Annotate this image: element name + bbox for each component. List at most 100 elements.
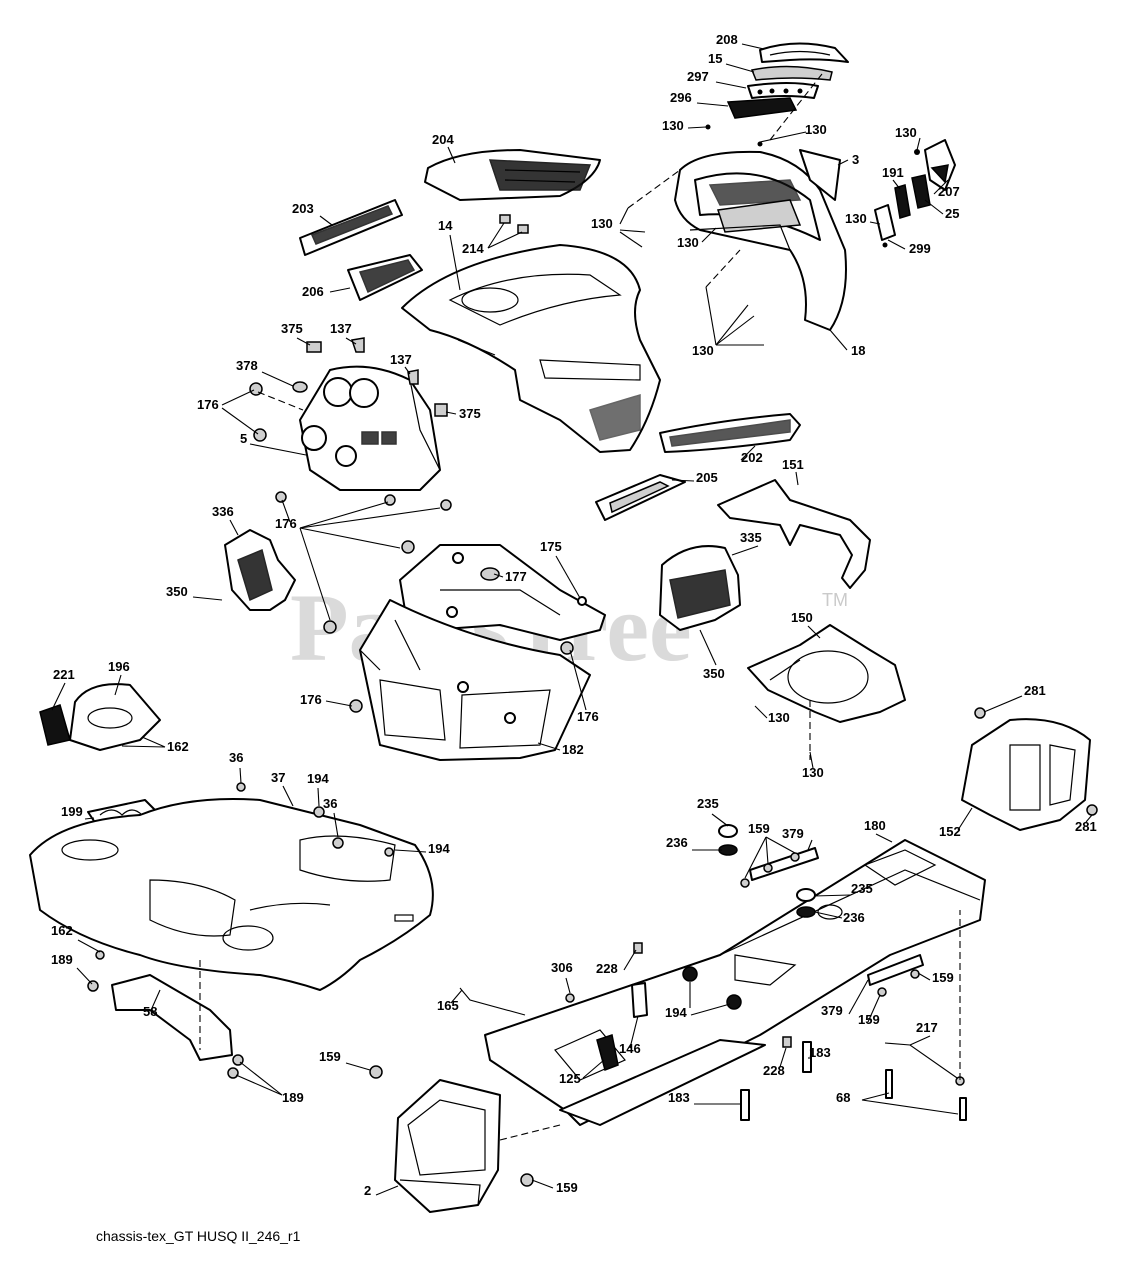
part-375-clip — [306, 341, 448, 417]
callout-2: 2 — [364, 1183, 371, 1198]
callout-217: 217 — [916, 1020, 938, 1035]
callout-130: 130 — [805, 122, 827, 137]
callout-159: 159 — [748, 821, 770, 836]
part-5-dashboard — [299, 365, 441, 491]
part-152-seat-pan — [961, 707, 1098, 831]
part-335-side-panel — [659, 545, 741, 631]
callout-159: 159 — [932, 970, 954, 985]
callout-194: 194 — [307, 771, 329, 786]
callout-58: 58 — [143, 1004, 157, 1019]
part-2-front-frame-plate — [394, 1079, 501, 1213]
part-194-nut-lower — [682, 966, 742, 1010]
part-306-nut — [565, 993, 575, 1003]
callout-159: 159 — [319, 1049, 341, 1064]
callout-175: 175 — [540, 539, 562, 554]
part-191-clip — [894, 184, 911, 219]
callout-204: 204 — [432, 132, 454, 147]
part-208-headlight-cover — [759, 42, 849, 63]
callout-379: 379 — [821, 1003, 843, 1018]
callout-221: 221 — [53, 667, 75, 682]
callout-378: 378 — [236, 358, 258, 373]
callout-176: 176 — [577, 709, 599, 724]
callout-199: 199 — [61, 804, 83, 819]
callout-236: 236 — [666, 835, 688, 850]
callout-350: 350 — [166, 584, 188, 599]
diagram-caption: chassis-tex_GT HUSQ II_246_r1 — [96, 1228, 301, 1244]
callout-194: 194 — [665, 1005, 687, 1020]
leader-lines — [51, 43, 1093, 1196]
callout-306: 306 — [551, 960, 573, 975]
callout-162: 162 — [167, 739, 189, 754]
callout-228: 228 — [596, 961, 618, 976]
callout-236: 236 — [843, 910, 865, 925]
callout-130: 130 — [845, 211, 867, 226]
part-203-panel — [299, 199, 403, 256]
part-336-side-panel — [224, 529, 296, 611]
callout-189: 189 — [282, 1090, 304, 1105]
part-299-clip — [874, 204, 896, 248]
part-15-lens — [750, 65, 833, 81]
callout-165: 165 — [437, 998, 459, 1013]
callout-151: 151 — [782, 457, 804, 472]
callout-176: 176 — [275, 516, 297, 531]
callout-176: 176 — [197, 397, 219, 412]
part-228-bolts — [633, 942, 792, 1048]
callout-5: 5 — [240, 431, 247, 446]
part-151-bracket — [717, 479, 871, 589]
callout-183: 183 — [809, 1045, 831, 1060]
callout-177: 177 — [505, 569, 527, 584]
callout-137: 137 — [330, 321, 352, 336]
callout-159: 159 — [556, 1180, 578, 1195]
part-18-front-grille-housing — [674, 149, 847, 331]
callout-36: 36 — [229, 750, 243, 765]
callout-25: 25 — [945, 206, 959, 221]
callout-130: 130 — [591, 216, 613, 231]
callout-180: 180 — [864, 818, 886, 833]
callout-18: 18 — [851, 343, 865, 358]
part-196-fender-cap — [69, 683, 161, 751]
callout-208: 208 — [716, 32, 738, 47]
callout-137: 137 — [390, 352, 412, 367]
callout-235: 235 — [697, 796, 719, 811]
callout-202: 202 — [741, 450, 763, 465]
callout-196: 196 — [108, 659, 130, 674]
callout-125: 125 — [559, 1071, 581, 1086]
callout-36: 36 — [323, 796, 337, 811]
callout-375: 375 — [281, 321, 303, 336]
part-183-axle-bolts — [740, 1041, 812, 1121]
callout-194: 194 — [428, 841, 450, 856]
part-177-knob — [480, 567, 500, 581]
callout-189: 189 — [51, 952, 73, 967]
part-194-nuts — [313, 806, 394, 857]
callout-14: 14 — [438, 218, 453, 233]
callout-214: 214 — [462, 241, 484, 256]
callout-130: 130 — [802, 765, 824, 780]
callout-159: 159 — [858, 1012, 880, 1027]
part-202-grille — [659, 413, 801, 453]
callout-336: 336 — [212, 504, 234, 519]
callout-296: 296 — [670, 90, 692, 105]
part-296-light-housing — [705, 97, 798, 147]
callout-130: 130 — [768, 710, 790, 725]
part-125-bracket — [596, 1034, 619, 1071]
part-204-top-panel — [424, 149, 601, 201]
callout-15: 15 — [708, 51, 722, 66]
callout-297: 297 — [687, 69, 709, 84]
part-150-floor-pan — [747, 624, 906, 723]
part-221-decal — [39, 704, 71, 746]
callout-150: 150 — [791, 610, 813, 625]
part-68-bolts — [885, 1069, 967, 1121]
part-214-clip — [499, 214, 529, 234]
callout-203: 203 — [292, 201, 314, 216]
callout-375: 375 — [459, 406, 481, 421]
callout-130: 130 — [692, 343, 714, 358]
part-146-bracket — [631, 982, 648, 1018]
callout-130: 130 — [662, 118, 684, 133]
part-378-knob — [292, 381, 308, 393]
callout-335: 335 — [740, 530, 762, 545]
callout-191: 191 — [882, 165, 904, 180]
part-37-rear-fender — [29, 798, 434, 991]
callout-130: 130 — [895, 125, 917, 140]
